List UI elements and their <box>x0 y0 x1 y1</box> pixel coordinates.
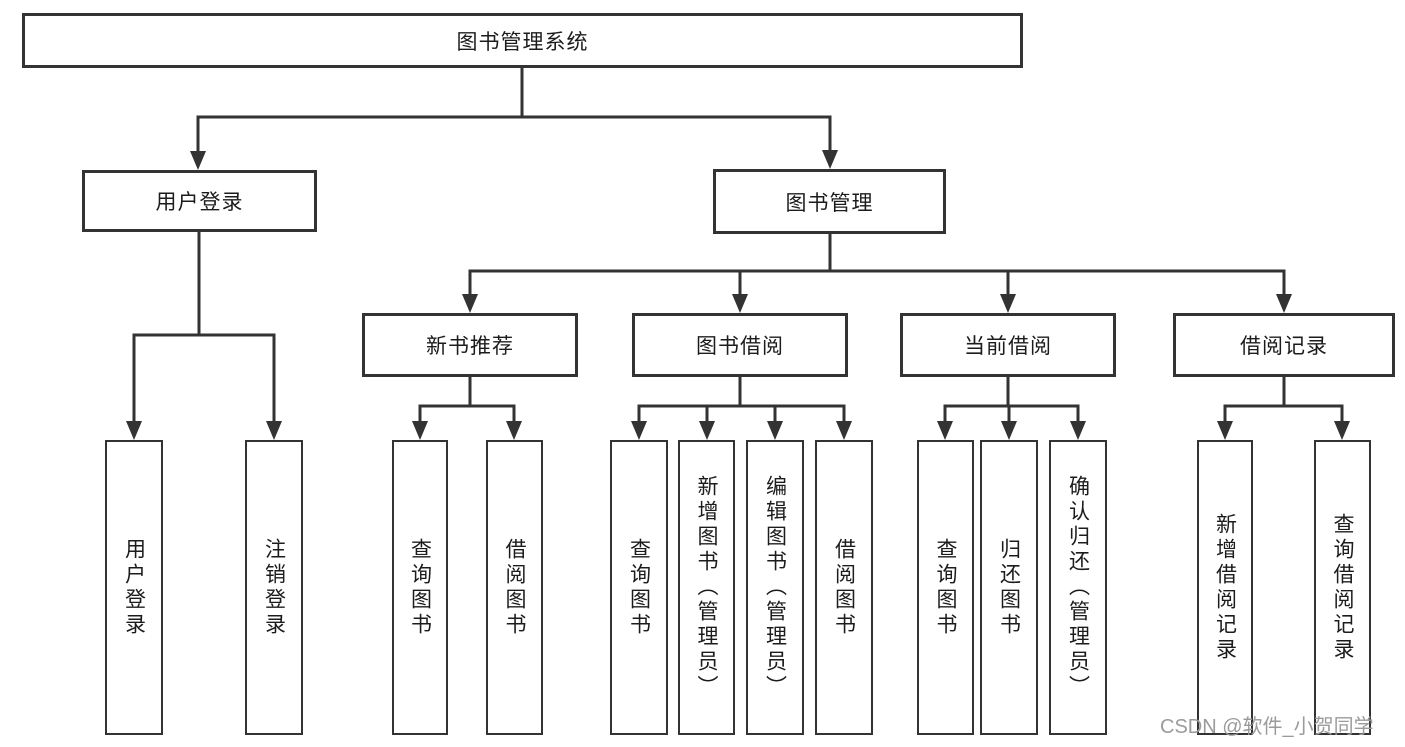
node-user-login-label: 用户登录 <box>155 191 244 214</box>
connector-current-borrow-children <box>937 375 1086 440</box>
leaf-edit-book-admin-label: 编辑图书（管理员） <box>763 475 787 700</box>
leaf-edit-book-admin: 编辑图书（管理员） <box>746 440 804 735</box>
leaf-confirm-return-admin: 确认归还（管理员） <box>1049 440 1107 735</box>
leaf-add-book-admin-label: 新增图书（管理员） <box>695 475 718 700</box>
leaf-query-books-borrow: 查询图书 <box>610 440 668 735</box>
node-book-management-label: 图书管理 <box>785 191 874 215</box>
node-borrow-records: 借阅记录 <box>1173 313 1395 377</box>
leaf-query-borrow-record: 查询借阅记录 <box>1314 440 1371 735</box>
csdn-watermark: CSDN @软件_小贺同学 <box>1160 716 1374 738</box>
leaf-logout-label: 注销登录 <box>262 537 286 638</box>
leaf-borrow-books-recommend: 借阅图书 <box>486 440 543 735</box>
leaf-confirm-return-admin-label: 确认归还（管理员） <box>1066 475 1090 700</box>
leaf-user-login: 用户登录 <box>105 440 163 735</box>
leaf-borrow-books-borrow-label: 借阅图书 <box>832 537 856 638</box>
leaf-query-books-borrow-label: 查询图书 <box>627 537 651 638</box>
node-new-book-recommend-label: 新书推荐 <box>426 335 514 358</box>
leaf-borrow-books-borrow: 借阅图书 <box>815 440 873 735</box>
node-root-system-label: 图书管理系统 <box>456 30 589 54</box>
connector-book-borrow-children <box>631 375 852 440</box>
leaf-return-books: 归还图书 <box>980 440 1038 735</box>
node-user-login: 用户登录 <box>82 170 317 232</box>
connector-new-book-recommend-children <box>412 375 522 440</box>
connector-root-to-level2 <box>190 66 838 170</box>
node-new-book-recommend: 新书推荐 <box>362 313 578 377</box>
leaf-user-login-label: 用户登录 <box>122 537 146 638</box>
leaf-query-books-current: 查询图书 <box>917 440 974 735</box>
node-current-borrow-label: 当前借阅 <box>964 335 1052 358</box>
connector-book-management-children <box>462 232 1292 313</box>
connector-borrow-records-children <box>1217 375 1350 440</box>
leaf-query-books-recommend: 查询图书 <box>392 440 448 735</box>
node-root-system: 图书管理系统 <box>22 13 1023 68</box>
connector-user-login-children <box>126 230 282 440</box>
leaf-return-books-label: 归还图书 <box>997 537 1021 638</box>
leaf-add-book-admin: 新增图书（管理员） <box>678 440 735 735</box>
leaf-add-borrow-record: 新增借阅记录 <box>1197 440 1253 735</box>
leaf-query-books-recommend-label: 查询图书 <box>408 537 432 638</box>
node-current-borrow: 当前借阅 <box>900 313 1116 377</box>
node-borrow-records-label: 借阅记录 <box>1240 335 1328 358</box>
node-book-borrow-label: 图书借阅 <box>696 335 784 358</box>
leaf-logout: 注销登录 <box>245 440 303 735</box>
leaf-query-borrow-record-label: 查询借阅记录 <box>1331 512 1354 663</box>
leaf-query-books-current-label: 查询图书 <box>934 537 957 638</box>
node-book-management: 图书管理 <box>713 169 946 234</box>
leaf-add-borrow-record-label: 新增借阅记录 <box>1213 512 1237 663</box>
leaf-borrow-books-recommend-label: 借阅图书 <box>503 537 526 638</box>
node-book-borrow: 图书借阅 <box>632 313 848 377</box>
